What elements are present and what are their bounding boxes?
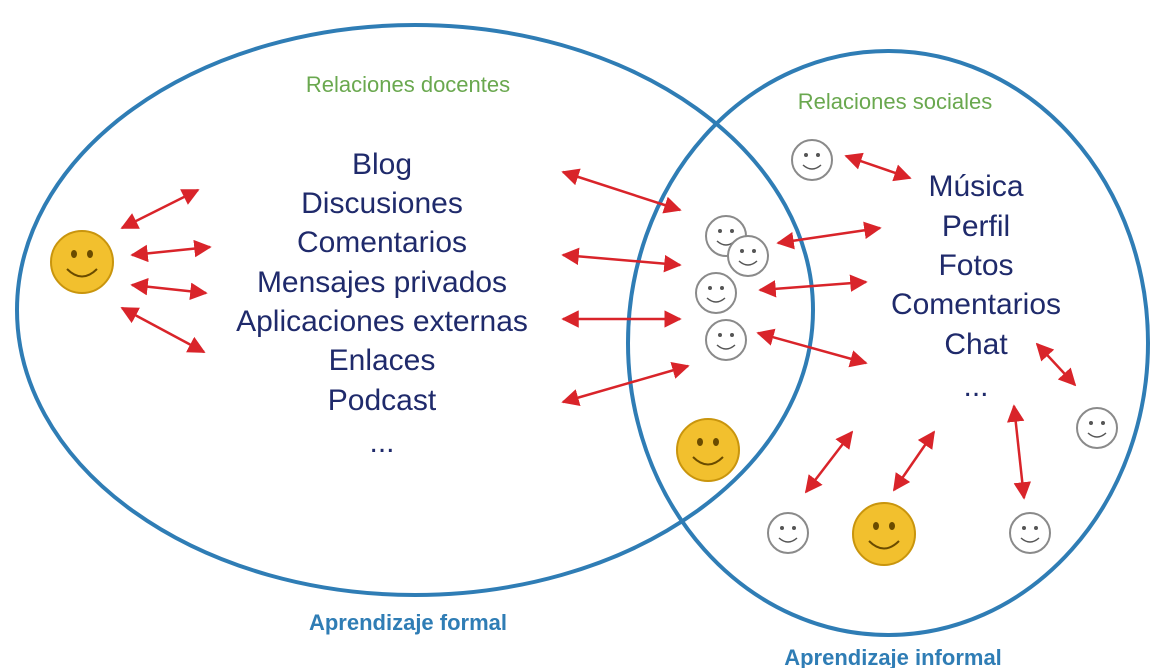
formal-item: Podcast <box>328 384 437 417</box>
informal-item: Comentarios <box>891 288 1061 321</box>
double-arrow <box>756 328 868 368</box>
informal-caption: Aprendizaje informal <box>784 645 1002 668</box>
smiley-student-icon <box>767 512 809 554</box>
double-arrow <box>776 221 882 250</box>
smiley-teacher-icon <box>50 230 114 294</box>
double-arrow <box>130 277 208 301</box>
informal-header: Relaciones sociales <box>798 89 992 114</box>
formal-items: Blog Discusiones Comentarios Mensajes pr… <box>236 148 528 459</box>
double-arrow <box>804 430 854 494</box>
formal-item: ... <box>369 426 394 459</box>
double-arrow <box>561 247 682 273</box>
formal-item: Enlaces <box>329 344 436 377</box>
formal-item: Blog <box>352 148 412 181</box>
formal-item: Aplicaciones externas <box>236 305 528 338</box>
informal-item: Música <box>928 170 1023 203</box>
double-arrow <box>758 274 868 298</box>
smiley-student-icon <box>1076 407 1118 449</box>
formal-item: Comentarios <box>297 226 467 259</box>
formal-item: Mensajes privados <box>257 266 507 299</box>
double-arrow <box>561 168 682 214</box>
double-arrow <box>561 361 690 407</box>
formal-caption: Aprendizaje formal <box>309 610 507 635</box>
informal-item: Chat <box>944 328 1008 361</box>
double-arrow <box>120 188 200 230</box>
double-arrow <box>120 306 206 354</box>
double-arrow <box>1007 404 1031 500</box>
formal-header: Relaciones docentes <box>306 72 510 97</box>
informal-item: ... <box>963 370 988 403</box>
double-arrow <box>844 152 912 182</box>
arrows <box>120 152 1077 500</box>
informal-items: Música Perfil Fotos Comentarios Chat ... <box>891 170 1061 403</box>
formal-item: Discusiones <box>301 187 463 220</box>
smiley-teacher-icon <box>852 502 916 566</box>
smiley-student-icon <box>1009 512 1051 554</box>
smiley-student-icon <box>791 139 833 181</box>
smiley-student-icon <box>705 319 747 361</box>
formal-learning-circle <box>15 23 815 597</box>
informal-item: Perfil <box>942 210 1010 243</box>
double-arrow <box>892 430 936 492</box>
smiley-teacher-icon <box>676 418 740 482</box>
informal-learning-circle <box>626 49 1150 637</box>
double-arrow <box>1035 342 1077 387</box>
double-arrow <box>130 239 212 263</box>
smiley-student-icon <box>695 272 737 314</box>
smiley-student-icon <box>727 235 769 277</box>
informal-item: Fotos <box>938 249 1013 282</box>
